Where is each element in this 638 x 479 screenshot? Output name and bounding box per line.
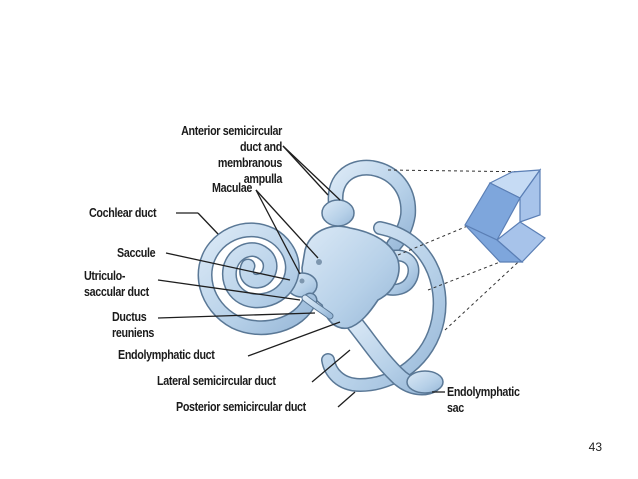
macula-utricle xyxy=(316,259,322,265)
label-ductus-reuniens: Ductus reuniens xyxy=(112,309,154,341)
label-utriculo-saccular-duct: Utriculo- saccular duct xyxy=(84,268,149,300)
label-anterior-semicircular-duct: Anterior semicircular duct and membranou… xyxy=(177,123,282,187)
label-posterior-semicircular-duct: Posterior semicircular duct xyxy=(176,400,306,415)
label-endolymphatic-duct: Endolymphatic duct xyxy=(118,348,215,363)
utricle xyxy=(302,226,399,328)
page-number: 43 xyxy=(589,440,602,454)
endolymphatic-sac xyxy=(407,371,443,393)
macula-saccule xyxy=(300,279,305,284)
label-saccule: Saccule xyxy=(117,246,155,261)
label-maculae: Maculae xyxy=(212,181,252,196)
label-lateral-semicircular-duct: Lateral semicircular duct xyxy=(157,374,276,389)
label-endolymphatic-sac: Endolymphatic sac xyxy=(447,384,520,416)
crista-cube-detail xyxy=(465,170,545,262)
membranous-ampulla xyxy=(322,200,354,226)
label-cochlear-duct: Cochlear duct xyxy=(89,206,156,221)
